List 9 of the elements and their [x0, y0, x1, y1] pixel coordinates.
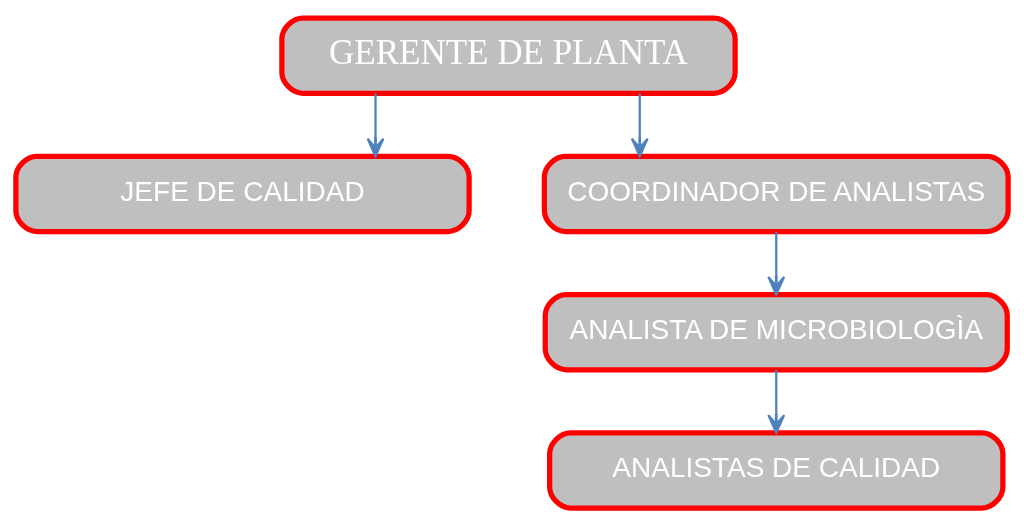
node-box: ANALISTAS DE CALIDAD [547, 429, 1006, 511]
arrow [630, 92, 649, 157]
node-box: GERENTE DE PLANTA [279, 14, 738, 96]
node-box: COORDINADOR DE ANALISTAS [541, 153, 1011, 234]
arrow [767, 369, 786, 434]
node-box: ANALISTA DE MICROBIOLOGÌA [542, 291, 1010, 372]
node-box: JEFE DE CALIDAD [13, 153, 472, 234]
arrow [767, 231, 786, 296]
arrow [366, 92, 385, 157]
